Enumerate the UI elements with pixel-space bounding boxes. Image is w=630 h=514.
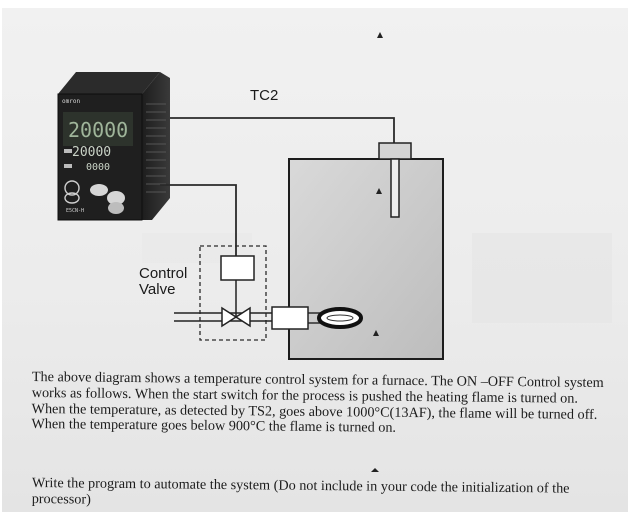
valve-actuator (221, 256, 254, 280)
controller-display-third: 0000 (86, 162, 110, 173)
control-valve-label-line1: Control (139, 266, 187, 282)
question-description: The above diagram shows a temperature co… (31, 370, 607, 439)
furnace (289, 159, 443, 359)
controller-model: E5CN-H (66, 208, 84, 214)
speck-mark (371, 468, 379, 472)
control-valve-label-line2: Valve (139, 282, 187, 298)
controller-side (142, 72, 170, 220)
thermocouple-probe (391, 159, 399, 217)
burner (272, 307, 308, 329)
controller-display-sub: 20000 (72, 145, 111, 160)
valve-body-right (236, 308, 250, 326)
indicator-led (64, 164, 72, 168)
flame-core (327, 315, 353, 321)
controller-top (58, 72, 160, 94)
controller-button-icon (90, 184, 108, 196)
worksheet-photo: omron 20000 20000 0000 E5CN-H (2, 8, 628, 512)
thermocouple-head (379, 143, 411, 159)
question-task: Write the program to automate the system… (32, 476, 607, 512)
control-valve-label: Control Valve (139, 266, 187, 298)
temperature-controller: omron 20000 20000 0000 E5CN-H (58, 72, 170, 220)
tc2-label: TC2 (250, 87, 278, 104)
background-smudge (472, 233, 612, 323)
controller-brand: omron (62, 98, 80, 105)
tc2-wire (170, 118, 394, 143)
valve-body-left (222, 308, 236, 326)
indicator-led (64, 149, 72, 153)
speck-mark (377, 32, 383, 38)
controller-display-main: 20000 (68, 118, 128, 142)
controller-button-icon (108, 202, 124, 214)
